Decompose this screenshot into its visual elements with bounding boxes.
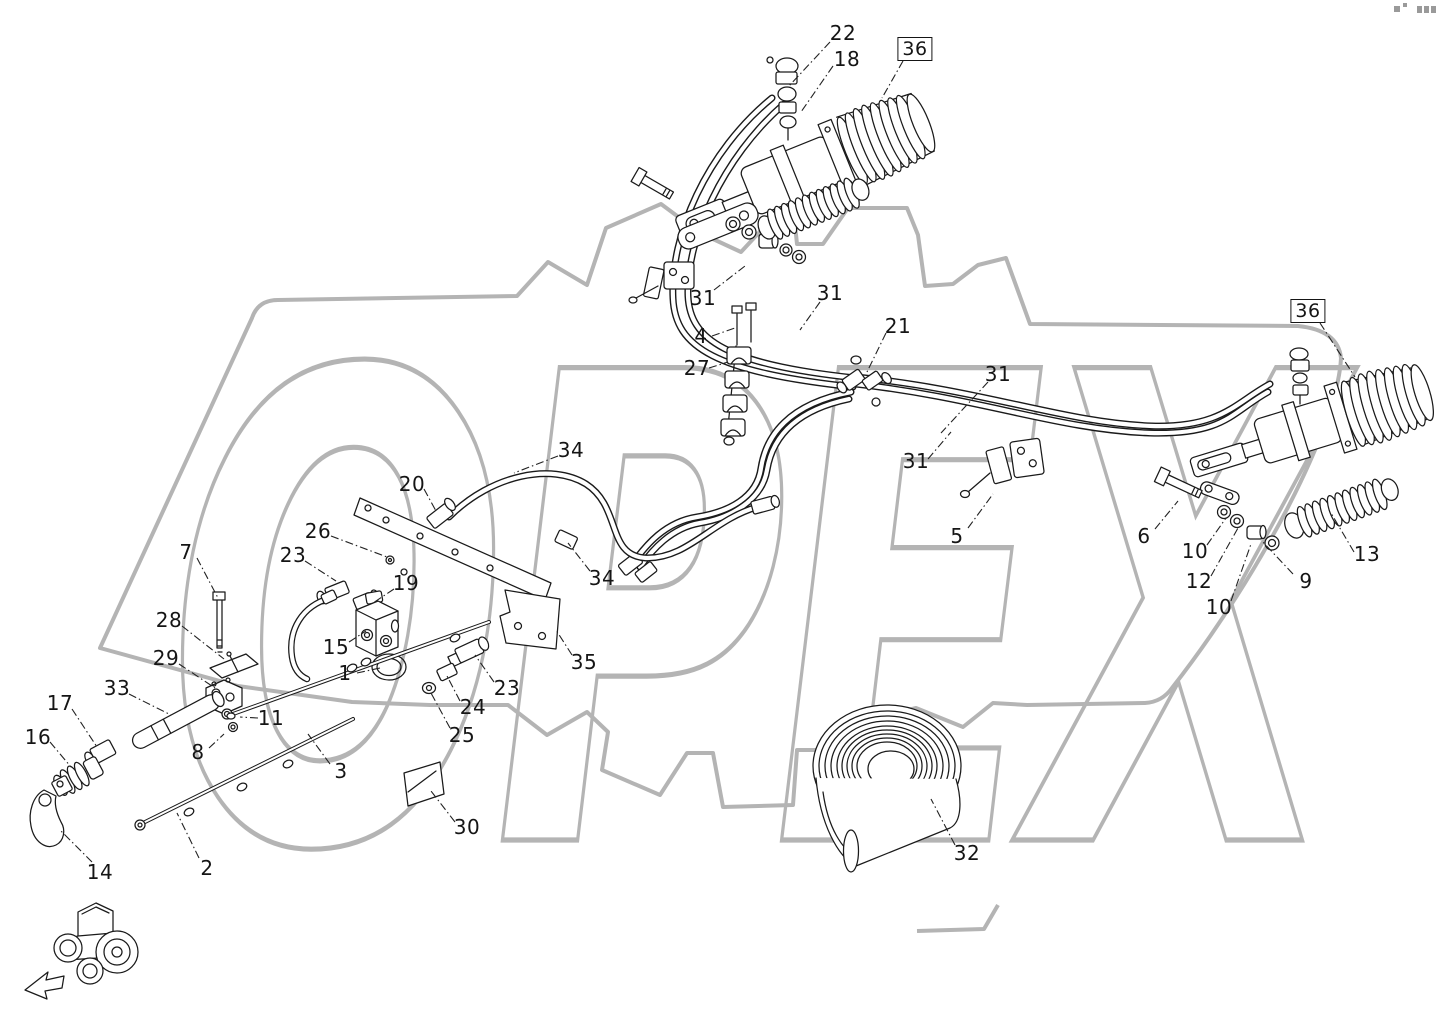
direction-arrow-icon <box>24 971 65 1000</box>
corner-dot-icon <box>1394 6 1400 12</box>
leader-line <box>446 675 461 702</box>
leader-line <box>304 560 337 582</box>
leader-line <box>967 493 994 529</box>
hose-clamp-upper-icon <box>628 261 695 304</box>
pin-plate-28-icon <box>209 651 259 679</box>
diagram-line-art <box>24 56 1434 1000</box>
leader-line <box>474 654 495 683</box>
leader-line <box>372 588 395 604</box>
leader-line <box>49 741 72 768</box>
leader-line <box>940 381 989 434</box>
bolt-6-icon <box>1153 466 1203 499</box>
clevis-plate-icon <box>677 202 759 250</box>
hose-34-icon <box>426 470 781 562</box>
watermark-text: OPEX <box>168 238 1357 993</box>
bolt-7-icon <box>212 591 226 653</box>
leader-line <box>708 361 729 369</box>
left-cylinder-assembly <box>630 56 936 265</box>
leader-line <box>1330 512 1355 553</box>
leader-line <box>927 431 952 460</box>
washers-right-icon <box>1216 504 1280 551</box>
leader-line <box>348 630 367 643</box>
valve-block-15-icon <box>355 590 400 657</box>
fittings-23-24-25-icon <box>421 636 490 695</box>
bracket-35-icon <box>353 497 561 650</box>
hose-bundle-upper-icon <box>669 94 859 391</box>
leader-lines <box>49 41 1356 863</box>
spring-13-icon <box>1284 478 1399 539</box>
watermark: OPEX <box>98 195 1373 995</box>
leader-line <box>430 790 456 823</box>
leader-line <box>800 65 834 113</box>
leader-line <box>513 455 559 474</box>
tee-fitting-21-icon <box>836 355 892 407</box>
tractor-icon <box>24 902 139 1000</box>
hose-bundle-lower-icon <box>617 388 855 583</box>
leader-line <box>356 667 381 674</box>
corner-dot-icon <box>1417 6 1422 13</box>
leader-line <box>930 798 956 846</box>
leader-line <box>881 60 904 99</box>
washers-row-icon <box>725 216 807 265</box>
leader-line <box>59 829 93 863</box>
leader-line <box>555 629 573 656</box>
curved-pipe-icon <box>288 589 338 683</box>
leader-line <box>713 265 746 291</box>
leader-line <box>423 488 437 512</box>
corner-dot-icon <box>1403 3 1407 7</box>
spring-icon <box>757 177 870 240</box>
bolt-icon <box>630 166 675 200</box>
rod-3-icon <box>226 620 491 720</box>
leader-line <box>567 542 591 572</box>
hose-coil-32-icon <box>812 704 962 873</box>
leader-line <box>788 41 831 87</box>
right-fittings-icon <box>1289 347 1310 405</box>
leader-line <box>1319 322 1356 378</box>
leader-line <box>196 557 219 599</box>
right-cylinder-assembly <box>1153 347 1434 551</box>
leader-line <box>330 535 388 558</box>
corner-dot-icon <box>1431 6 1436 13</box>
leader-line <box>181 625 225 660</box>
sleeve-33-icon <box>131 690 225 749</box>
fitting-18-icon <box>777 86 797 141</box>
link-plate-icon <box>1199 481 1240 506</box>
clamp-stack-27-icon <box>720 302 757 446</box>
nuts-8-11-icon <box>221 708 239 733</box>
leader-line <box>711 327 736 337</box>
leader-line <box>866 332 887 373</box>
leader-line <box>128 693 172 716</box>
hose-bundle-right-icon <box>852 373 1274 437</box>
leader-line <box>1230 543 1252 602</box>
leader-line <box>1154 500 1179 530</box>
fitting-22-icon <box>766 56 799 85</box>
leader-line <box>307 733 331 765</box>
clevis-14-icon <box>29 775 73 848</box>
leader-line <box>71 708 98 748</box>
leader-line <box>178 663 216 689</box>
rod-2-icon <box>134 717 355 831</box>
leader-line <box>1206 517 1227 546</box>
corner-dot-icon <box>1424 6 1429 13</box>
leader-line <box>208 733 225 749</box>
leader-line <box>799 301 821 331</box>
leader-line <box>1260 539 1294 575</box>
leader-line <box>1210 527 1239 577</box>
clamp-5-icon <box>959 437 1045 499</box>
leader-line <box>239 716 259 719</box>
leader-line <box>430 692 451 729</box>
